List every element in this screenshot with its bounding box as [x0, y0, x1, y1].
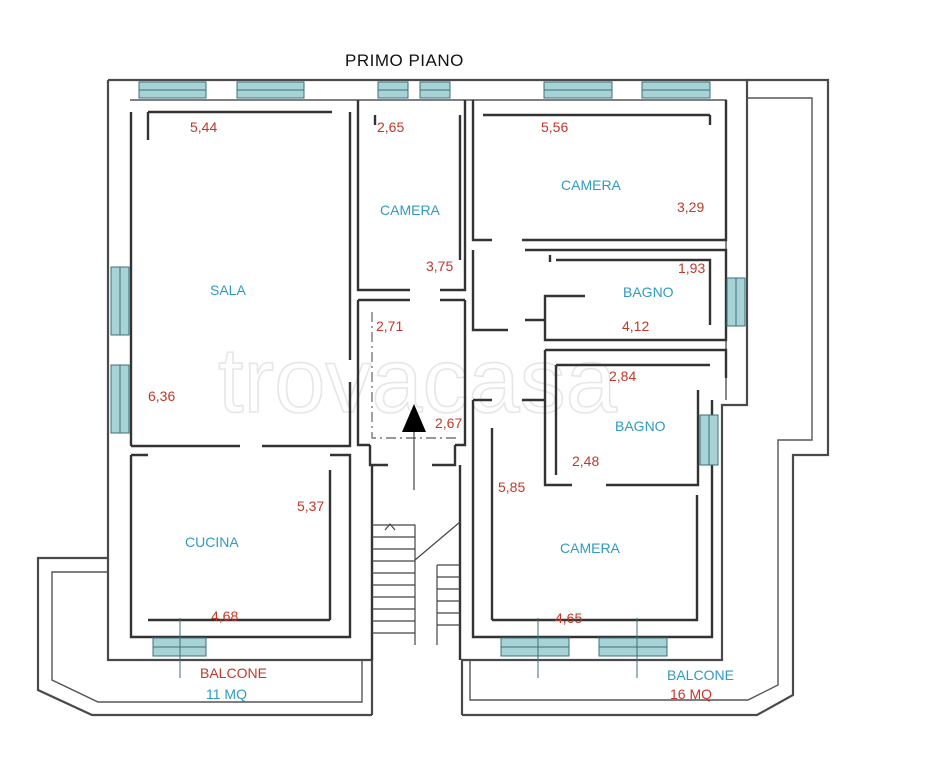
- dim-cucina-height: 5,37: [297, 498, 324, 514]
- floor-title: PRIMO PIANO: [345, 51, 464, 70]
- label-balcone-left-area: 11 MQ: [206, 686, 247, 702]
- windows: [110, 81, 746, 678]
- room-bagno-bottom: BAGNO: [615, 418, 666, 434]
- dim-corridor-height: 2,67: [435, 415, 462, 431]
- label-balcone-left: BALCONE: [200, 665, 267, 681]
- room-camera-bottom-right: CAMERA: [560, 540, 621, 556]
- dim-bagno-top-height: 1,93: [678, 260, 705, 276]
- room-bagno-top: BAGNO: [623, 284, 674, 300]
- room-sala: SALA: [210, 282, 246, 298]
- dim-bagno-bottom-width: 2,84: [609, 368, 636, 384]
- inner-walls: [129, 100, 728, 660]
- dim-cucina-width: 4,68: [211, 608, 238, 624]
- dim-corridor-width: 2,71: [376, 318, 403, 334]
- dim-camera-small-width: 2,65: [377, 119, 404, 135]
- entrance-arrow-icon: [402, 404, 426, 432]
- dim-bagno-bottom-height: 2,48: [572, 453, 599, 469]
- dim-camera-br-height: 5,85: [498, 479, 525, 495]
- room-cucina: CUCINA: [185, 534, 239, 550]
- room-camera-top-right: CAMERA: [561, 177, 622, 193]
- label-balcone-right-area: 16 MQ: [670, 686, 712, 702]
- dim-sala-width: 5,44: [190, 119, 217, 135]
- dim-bagno-top-width: 4,12: [622, 318, 649, 334]
- dim-camera-tr-width: 5,56: [541, 119, 568, 135]
- dimension-labels: 5,44 6,36 4,68 5,37 2,65 3,75 2,71 2,67 …: [148, 119, 705, 626]
- dim-sala-height: 6,36: [148, 388, 175, 404]
- label-balcone-right: BALCONE: [667, 667, 734, 683]
- dim-camera-br-width: 4,65: [555, 610, 582, 626]
- room-camera-small: CAMERA: [380, 202, 441, 218]
- dim-camera-small-height: 3,75: [426, 258, 453, 274]
- room-labels: SALA CUCINA CAMERA CAMERA BAGNO BAGNO CA…: [185, 177, 734, 702]
- dim-camera-tr-height: 3,29: [677, 199, 704, 215]
- staircase: [372, 404, 461, 645]
